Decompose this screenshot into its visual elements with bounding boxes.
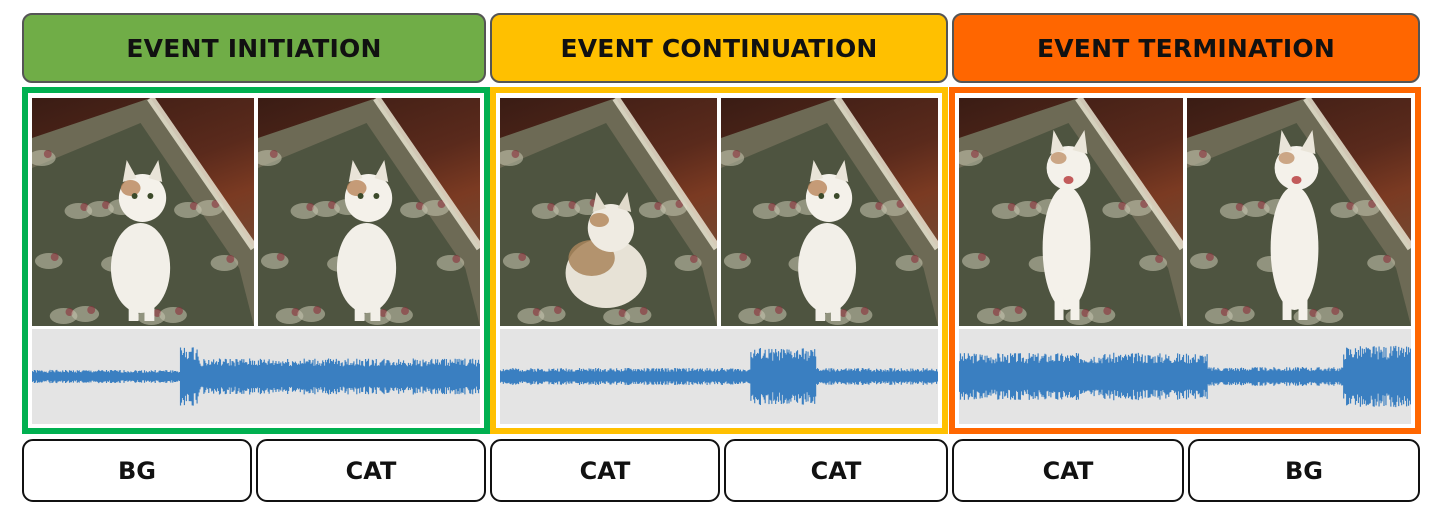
header-event-termination: EVENT TERMINATION [952,13,1420,83]
frame-label: BG [1188,439,1420,502]
video-frame-photo [1187,98,1411,326]
audio-waveform-icon [32,329,480,424]
audio-waveform-icon [959,329,1411,424]
video-frame-photo [500,98,717,326]
frame-label-text: CAT [810,456,862,485]
frame-label-text: CAT [579,456,631,485]
frame-label: CAT [490,439,720,502]
video-frames-termination [959,98,1411,326]
video-frame-photo [258,98,480,326]
frame-label-text: BG [118,456,156,485]
frame-label: BG [22,439,252,502]
panel-event-initiation [22,87,490,434]
video-frames-initiation [32,98,480,326]
panel-event-continuation [490,87,948,434]
header-event-initiation: EVENT INITIATION [22,13,486,83]
frame-label-text: CAT [345,456,397,485]
video-frame-photo [959,98,1183,326]
frame-label-text: CAT [1042,456,1094,485]
header-event-continuation: EVENT CONTINUATION [490,13,948,83]
panel-event-termination [949,87,1421,434]
frame-label: CAT [952,439,1184,502]
audio-waveform-icon [500,329,938,424]
frame-label-text: BG [1285,456,1323,485]
header-title-termination: EVENT TERMINATION [1036,33,1335,63]
frame-label: CAT [724,439,948,502]
video-frame-photo [32,98,254,326]
header-title-continuation: EVENT CONTINUATION [560,33,878,63]
video-frames-continuation [500,98,938,326]
header-title-initiation: EVENT INITIATION [126,33,382,63]
frame-label: CAT [256,439,486,502]
video-frame-photo [721,98,938,326]
